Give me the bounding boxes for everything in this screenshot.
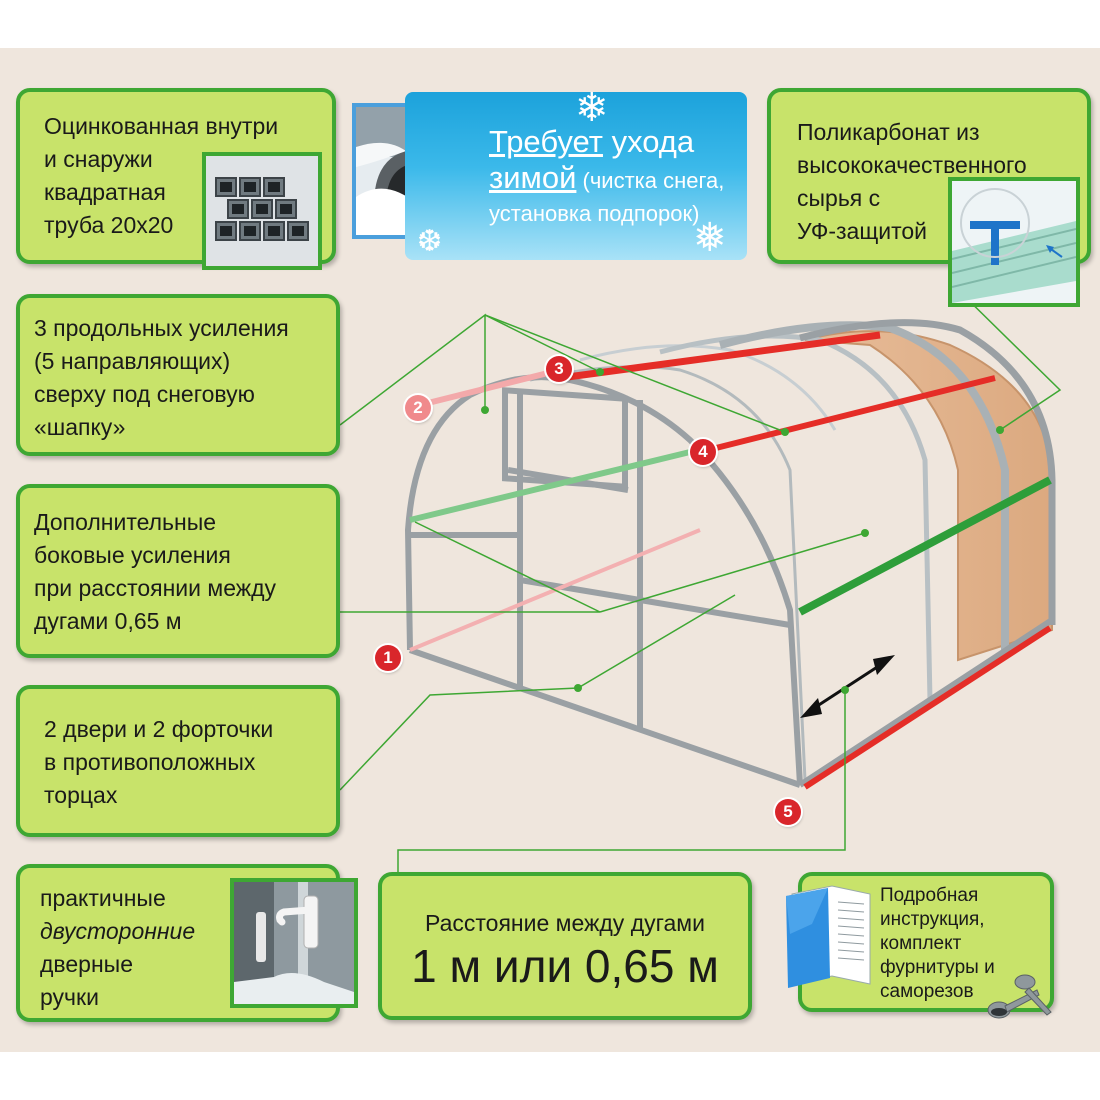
back-arc-1	[579, 344, 837, 431]
arc-distance-box: Расстояние между дугами 1 м или 0,65 м	[378, 872, 752, 1020]
side-reinforcement-box: Дополнительные боковые усиления при расс…	[16, 484, 340, 658]
manual-book-icon	[786, 885, 871, 988]
handles-line-4: ручки	[40, 984, 99, 1010]
snowflake-icon: ❅	[693, 216, 727, 260]
side-line-4: дугами 0,65 м	[34, 608, 182, 634]
long-line-1: 3 продольных усиления	[34, 315, 289, 341]
long-line-3: сверху под снеговую	[34, 381, 255, 407]
manual-line-1: Подробная	[880, 885, 979, 906]
doors-box: 2 двери и 2 форточки в противоположных т…	[16, 685, 340, 837]
snowflake-icon: ❄	[575, 86, 609, 130]
doors-line-3: торцах	[44, 782, 118, 808]
marker-4: 4	[690, 439, 716, 465]
doors-line-1: 2 двери и 2 форточки	[44, 716, 274, 742]
manual-line-4: фурнитуры и	[880, 957, 995, 978]
door-handle-icon	[230, 878, 358, 1008]
winter-note-line2: установка подпорок)	[489, 201, 700, 226]
poly-line-1: Поликарбонат из	[797, 119, 980, 145]
winter-title-word1: Требует	[489, 124, 603, 159]
side-line-2: боковые усиления	[34, 542, 231, 568]
marker-5: 5	[775, 799, 801, 825]
reinforcement-bottom	[803, 625, 1052, 790]
longitudinal-reinforcement-box: 3 продольных усиления (5 направляющих) с…	[16, 294, 340, 456]
marker-3: 3	[546, 356, 572, 382]
handles-line-3: дверные	[40, 951, 133, 977]
pipe-line-2: и снаружи	[44, 146, 153, 172]
marker-1: 1	[375, 645, 401, 671]
marker-2: 2	[405, 395, 431, 421]
callout-lines	[339, 281, 1062, 872]
side-arc-2	[529, 365, 807, 781]
distance-label: Расстояние между дугами	[425, 910, 705, 936]
reinforcement-top	[559, 331, 881, 382]
side-line-3: при расстоянии между	[34, 575, 277, 601]
long-line-2: (5 направляющих)	[34, 348, 231, 374]
polycarbonate-profile-icon	[948, 177, 1080, 307]
winter-care-banner: ❄ ❅ ❆ Требует ухода зимой (чистка снега,…	[405, 88, 747, 260]
winter-note: (чистка снега,	[576, 168, 725, 193]
long-line-4: «шапку»	[34, 414, 126, 440]
screws-icon	[987, 974, 1052, 1019]
rear-side-arc	[798, 617, 1054, 788]
pipe-bundle-icon	[202, 152, 322, 270]
side-reinforcement-front	[409, 449, 691, 523]
distance-value: 1 м или 0,65 м	[411, 940, 719, 992]
manual-line-5: саморезов	[880, 981, 974, 1002]
front-end-arch	[404, 374, 803, 786]
side-reinforcement-back	[798, 476, 1052, 616]
pipe-line-3: квадратная	[44, 179, 166, 205]
door-frame	[409, 390, 801, 788]
distance-arrow	[807, 658, 889, 714]
side-line-1: Дополнительные	[34, 509, 217, 535]
manual-line-2: инструкция,	[880, 909, 985, 930]
back-arc-4	[799, 319, 1056, 625]
handles-line-2: двусторонние	[40, 918, 196, 944]
handles-line-1: практичные	[40, 885, 166, 911]
pipe-line-1: Оцинкованная внутри	[44, 113, 279, 139]
winter-title-word3: зимой	[489, 160, 577, 195]
snowflake-icon: ❆	[417, 225, 443, 258]
distance-arrow-head-left	[800, 698, 822, 718]
distance-arrow-head-right	[873, 655, 895, 675]
winter-title: Требует ухода зимой (чистка снега,	[489, 124, 737, 199]
callout-dots	[481, 368, 1004, 694]
back-arc-3	[718, 321, 1009, 650]
reinforcement-ridge	[699, 375, 996, 455]
winter-title-word2: ухода	[602, 124, 695, 159]
poly-line-4: УФ-защитой	[797, 218, 928, 244]
poly-line-2: высококачественного	[797, 152, 1027, 178]
doors-line-2: в противоположных	[44, 749, 256, 775]
poly-line-3: сырья с	[797, 185, 881, 211]
pipe-line-4: труба 20х20	[44, 212, 174, 238]
manual-line-3: комплект	[880, 933, 962, 954]
reinforcement-faded-top	[419, 367, 561, 408]
